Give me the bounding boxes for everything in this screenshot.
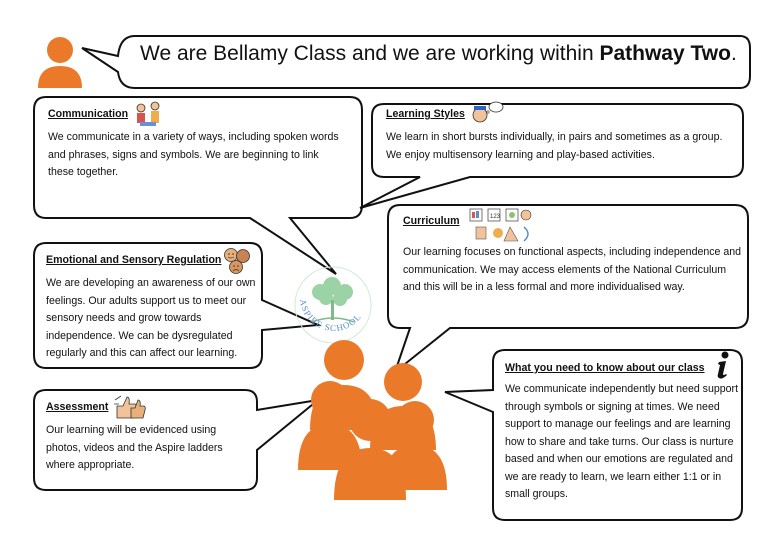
communication-bubble	[33, 96, 363, 275]
curriculum-heading: Curriculum	[403, 215, 460, 227]
learning-styles-text: We learn in short bursts individually, i…	[386, 131, 723, 161]
svg-text:ASPIRE SCHOOL: ASPIRE SCHOOL	[298, 298, 363, 333]
learning-styles-bubble	[359, 103, 744, 209]
need-to-know-bubble	[444, 349, 743, 521]
title-bubble	[81, 35, 751, 89]
communication-icon	[136, 101, 160, 126]
person-icon	[38, 37, 82, 88]
curriculum-bubble	[387, 204, 749, 375]
svg-text:123: 123	[490, 214, 501, 220]
learning-styles-heading: Learning Styles	[386, 108, 465, 120]
school-logo: ASPIRE SCHOOL	[294, 266, 372, 344]
emotional-heading: Emotional and Sensory Regulation	[46, 254, 222, 266]
assessment-heading: Assessment	[46, 401, 109, 413]
info-icon	[717, 351, 729, 379]
assessment-text: Our learning will be evidenced using pho…	[46, 424, 223, 471]
title-prefix: We are Bellamy Class and we are working …	[140, 42, 600, 65]
page-title: We are Bellamy Class and we are working …	[140, 42, 737, 66]
need-to-know-text: We communicate independently but need su…	[505, 383, 739, 500]
thinking-icon	[472, 101, 504, 123]
emotions-faces-icon	[224, 248, 250, 274]
emotional-bubble	[33, 242, 322, 369]
emotional-text: We are developing an awareness of our ow…	[46, 277, 256, 359]
people-group-icon	[298, 340, 447, 500]
communication-heading: Communication	[48, 108, 129, 120]
assessment-bubble	[33, 389, 322, 491]
thumbs-up-icon	[114, 395, 146, 419]
need-to-know-heading: What you need to know about our class	[505, 362, 705, 374]
logo-text: ASPIRE SCHOOL	[298, 298, 362, 333]
curriculum-text: Our learning focuses on functional aspec…	[403, 246, 742, 293]
communication-text: We communicate in a variety of ways, inc…	[48, 131, 339, 178]
title-emphasis: Pathway Two	[599, 42, 731, 65]
curriculum-symbols-icon: 123	[469, 208, 532, 242]
title-suffix: .	[730, 42, 737, 65]
